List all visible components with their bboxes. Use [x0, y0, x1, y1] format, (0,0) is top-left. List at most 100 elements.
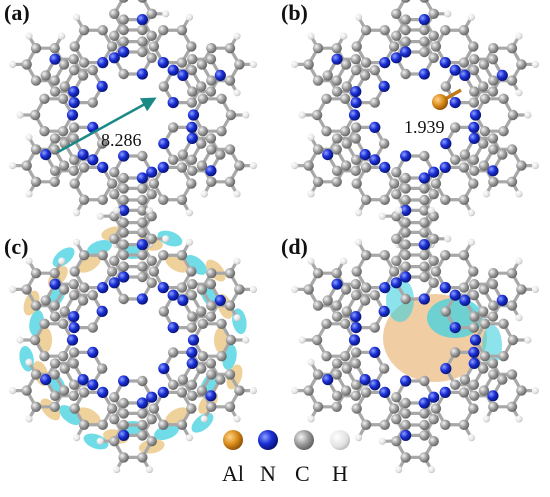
carbon-atom: [118, 194, 129, 206]
carbon-atom: [187, 390, 198, 401]
carbon-atom: [487, 86, 499, 97]
nitrogen-atom: [390, 277, 402, 289]
isosurface-lobe: [157, 230, 183, 247]
carbon-atom: [224, 144, 236, 155]
nitrogen-atom: [40, 149, 52, 161]
carbon-atom: [391, 414, 402, 425]
carbon-atom: [97, 250, 108, 261]
nitrogen-atom: [167, 64, 179, 76]
aluminum-atom: [432, 94, 448, 110]
isosurface-lobe: [59, 405, 81, 426]
carbon-atom: [30, 369, 42, 380]
nitrogen-atom: [459, 294, 471, 306]
carbon-atom: [428, 8, 439, 19]
hydrogen-atom: [307, 415, 315, 423]
nitrogen-atom: [157, 282, 169, 294]
carbon-atom: [468, 379, 480, 390]
carbon-atom: [118, 397, 129, 409]
hydrogen-atom: [515, 257, 523, 265]
nitrogen-atom: [49, 278, 61, 290]
carbon-atom: [97, 419, 108, 430]
nitrogen-atom: [205, 165, 217, 177]
carbon-atom: [312, 369, 324, 380]
carbon-atom: [488, 268, 499, 279]
carbon-atom: [68, 65, 80, 76]
nitrogen-atom: [359, 149, 371, 161]
hydrogen-atom: [16, 336, 24, 344]
legend-label-al: Al: [222, 461, 244, 486]
carbon-atom: [428, 30, 439, 41]
carbon-atom: [146, 8, 157, 19]
carbon-atom: [321, 93, 332, 105]
carbon-atom: [49, 358, 61, 369]
carbon-atom: [498, 125, 509, 137]
carbon-atom: [69, 266, 80, 277]
carbon-atom: [391, 189, 402, 200]
carbon-atom: [312, 75, 324, 86]
carbon-atom: [158, 25, 169, 36]
nitrogen-atom: [187, 109, 200, 121]
carbon-atom: [224, 75, 236, 86]
carbon-atom: [391, 392, 402, 403]
carbon-atom: [341, 138, 352, 149]
panel-label-d: (d): [281, 234, 308, 259]
carbon-atom: [137, 36, 148, 47]
carbon-atom: [205, 86, 217, 97]
nitrogen-atom: [439, 386, 451, 398]
carbon-atom: [30, 300, 42, 311]
hydrogen-atom: [96, 212, 104, 220]
carbon-atom: [449, 347, 461, 358]
legend-swatch-h: [330, 430, 350, 450]
carbon-atom: [303, 385, 314, 396]
hydrogen-atom: [444, 235, 452, 243]
carbon-atom: [303, 284, 314, 295]
nitrogen-atom: [49, 53, 61, 65]
carbon-atom: [478, 138, 489, 149]
carbon-atom: [339, 318, 351, 330]
isosurface-lobe: [83, 433, 109, 450]
carbon-atom: [350, 65, 362, 76]
carbon-atom: [224, 43, 236, 54]
carbon-atom: [311, 334, 323, 346]
carbon-atom: [234, 284, 245, 295]
carbon-atom: [186, 290, 198, 301]
carbon-atom: [350, 379, 362, 390]
carbon-atom: [391, 233, 402, 244]
carbon-atom: [68, 390, 79, 401]
carbon-atom: [206, 144, 217, 155]
carbon-atom: [468, 266, 479, 277]
carbon-atom: [419, 150, 430, 162]
carbon-atom: [215, 149, 226, 160]
carbon-atom: [400, 24, 411, 36]
carbon-atom: [186, 154, 198, 165]
carbon-atom: [331, 311, 343, 322]
carbon-atom: [78, 57, 90, 68]
carbon-atom: [469, 279, 480, 290]
carbon-atom: [167, 154, 179, 165]
carbon-atom: [478, 385, 490, 396]
carbon-atom: [68, 379, 80, 390]
carbon-atom: [321, 350, 332, 362]
carbon-atom: [206, 369, 217, 380]
carbon-atom: [197, 93, 209, 105]
carbon-atom: [196, 306, 207, 317]
carbon-atom: [97, 194, 108, 205]
hydrogen-atom: [162, 10, 170, 18]
hydrogen-atom: [291, 387, 299, 395]
hydrogen-atom: [531, 60, 539, 68]
carbon-atom: [30, 43, 42, 54]
carbon-atom: [49, 401, 60, 412]
carbon-atom: [419, 261, 430, 272]
carbon-atom: [96, 138, 108, 149]
nitrogen-atom: [87, 154, 99, 166]
carbon-atom: [331, 369, 342, 380]
hydrogen-atom: [307, 190, 315, 198]
nitrogen-atom: [186, 121, 198, 134]
carbon-atom: [57, 350, 69, 362]
carbon-atom: [350, 165, 361, 176]
carbon-atom: [196, 363, 207, 374]
carbon-atom: [331, 401, 342, 412]
hydrogen-atom: [9, 60, 17, 68]
carbon-atom: [350, 290, 362, 301]
carbon-atom: [137, 430, 148, 441]
